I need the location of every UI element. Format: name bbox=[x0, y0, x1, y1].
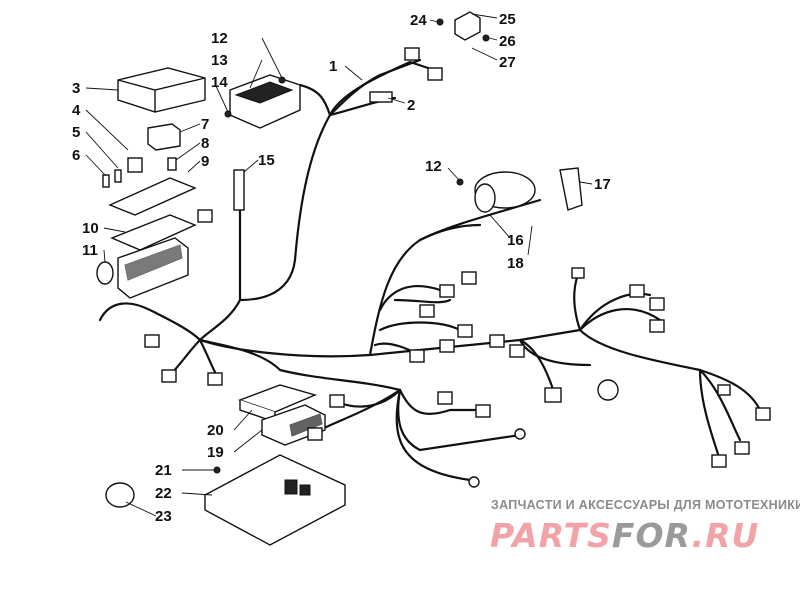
callout-16: 16 bbox=[507, 232, 524, 249]
callout-15: 15 bbox=[258, 152, 275, 169]
fuse-box-gasket bbox=[110, 214, 197, 251]
callout-5: 5 bbox=[72, 124, 80, 141]
leader-lines bbox=[85, 13, 593, 517]
callout-10: 10 bbox=[82, 220, 99, 237]
wiring-harness bbox=[98, 58, 762, 482]
relay bbox=[147, 123, 181, 151]
callout-26: 26 bbox=[499, 33, 516, 50]
callout-18: 18 bbox=[507, 255, 524, 272]
callout-24: 24 bbox=[410, 12, 427, 29]
watermark-logo-for: FOR bbox=[611, 516, 692, 555]
callout-7: 7 bbox=[201, 116, 209, 133]
fuse-box bbox=[117, 237, 189, 299]
callout-27: 27 bbox=[499, 54, 516, 71]
callout-9: 9 bbox=[201, 153, 209, 170]
clamp-ring bbox=[105, 482, 135, 508]
callout-12: 12 bbox=[211, 30, 228, 47]
callout-17: 17 bbox=[594, 176, 611, 193]
callout-4: 4 bbox=[72, 102, 81, 119]
voltage-regulator bbox=[224, 74, 301, 129]
callout-6: 6 bbox=[72, 147, 80, 164]
callout-8: 8 bbox=[201, 135, 209, 152]
callout-1: 1 bbox=[329, 58, 337, 75]
fuses bbox=[102, 157, 177, 188]
callout-labels: 1 2 3 4 5 6 7 8 9 10 11 12 13 14 15 12 1… bbox=[72, 11, 611, 525]
ignition-coil bbox=[456, 171, 536, 213]
watermark-logo-ru: .RU bbox=[691, 516, 760, 555]
relay-box-cover bbox=[117, 67, 206, 113]
watermark-logo: PARTSFOR.RU bbox=[490, 518, 759, 554]
callout-25: 25 bbox=[499, 11, 516, 28]
callout-14: 14 bbox=[211, 74, 228, 91]
ecu-top bbox=[237, 384, 318, 423]
connectors bbox=[144, 47, 771, 488]
watermark-logo-parts: PARTS bbox=[490, 516, 612, 555]
spark-plug-cap bbox=[559, 167, 583, 211]
connector-bracket bbox=[436, 11, 490, 42]
callout-3: 3 bbox=[72, 80, 80, 97]
watermark-tagline: ЗАПЧАСТИ И АКСЕССУАРЫ ДЛЯ МОТОТЕХНИКИ bbox=[491, 498, 800, 512]
fuse-block-label bbox=[108, 177, 197, 216]
retaining-ring bbox=[96, 261, 114, 285]
callout-19: 19 bbox=[207, 444, 224, 461]
callout-23: 23 bbox=[155, 508, 172, 525]
callout-22: 22 bbox=[155, 485, 172, 502]
callout-2: 2 bbox=[407, 97, 415, 114]
sensor bbox=[233, 169, 245, 211]
callout-20: 20 bbox=[207, 422, 224, 439]
callout-13: 13 bbox=[211, 52, 228, 69]
callout-11: 11 bbox=[82, 242, 98, 259]
callout-21: 21 bbox=[155, 462, 172, 479]
mounting-plate bbox=[204, 454, 346, 546]
callout-12b: 12 bbox=[425, 158, 442, 175]
